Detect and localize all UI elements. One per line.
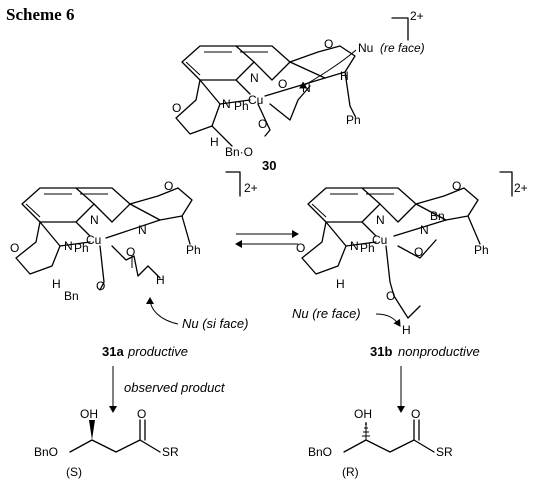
charge-label: 2+: [514, 181, 528, 195]
atom-H: H: [336, 277, 345, 291]
atom-O: O: [414, 245, 423, 259]
atom-H: H: [156, 273, 165, 287]
atom-Cu: Cu: [86, 233, 101, 247]
atom-O: O: [411, 407, 420, 421]
atom-BnO: Bn·O: [225, 145, 253, 159]
complex-31b: N Cu N N O O O O Ph Ph Bn H H Nu (re fac…: [292, 171, 528, 359]
product-S: BnO OH O SR (S): [34, 407, 179, 479]
atom-OH: OH: [80, 407, 98, 421]
atom-N: N: [222, 97, 231, 111]
product-arrow-left: observed product: [109, 366, 226, 413]
atom-Bn: Bn: [64, 289, 79, 303]
atom-O: O: [324, 37, 333, 51]
atom-N: N: [138, 223, 147, 237]
atom-O: O: [296, 241, 305, 255]
atom-O: O: [126, 245, 135, 259]
compound-descriptor: nonproductive: [398, 344, 480, 359]
nucleophile-face-label: Nu (si face): [182, 316, 248, 331]
charge-label: 2+: [410, 9, 424, 23]
pyridine-ring-right: [75, 187, 131, 223]
configuration-label: (R): [342, 465, 359, 479]
compound-number-30: 30: [262, 158, 276, 173]
charge-bracket: [391, 17, 409, 41]
oxazoline-left: [175, 79, 221, 135]
complex-30: N Cu N N O O O O Ph Ph Bn·O H H Nu (re f…: [172, 9, 425, 173]
compound-number-31b: 31b: [370, 344, 392, 359]
carbon-chain: [69, 439, 161, 453]
atom-O: O: [278, 77, 287, 91]
equilibrium-arrows: [235, 230, 299, 248]
atom-Ph: Ph: [234, 99, 249, 113]
atom-Ph: Ph: [474, 243, 489, 257]
pyridine-ring-left: [21, 187, 95, 223]
nucleophile-label: Nu: [358, 41, 373, 55]
compound-number-31a: 31a: [102, 344, 124, 359]
product-R: BnO OH O SR (R): [308, 407, 453, 479]
atom-H: H: [52, 277, 61, 291]
atom-O: O: [96, 279, 105, 293]
atom-N: N: [64, 239, 73, 253]
atom-Ph: Ph: [360, 241, 375, 255]
atom-N: N: [350, 239, 359, 253]
atom-O: O: [258, 117, 267, 131]
atom-SR: SR: [436, 445, 453, 459]
atom-O: O: [137, 407, 146, 421]
oxazoline-right: [415, 187, 479, 221]
charge-label: 2+: [244, 181, 258, 195]
oxazoline-left: [301, 221, 347, 275]
atom-Ph: Ph: [74, 241, 89, 255]
atom-O: O: [386, 289, 395, 303]
wedge-bond: [89, 420, 95, 440]
atom-O: O: [172, 101, 181, 115]
atom-N: N: [302, 81, 311, 95]
scheme-title: Scheme 6: [6, 5, 74, 24]
pyridine-ring-right: [361, 187, 417, 223]
atom-N: N: [420, 223, 429, 237]
arrow-label: observed product: [124, 380, 226, 395]
nucleophile-face-label: Nu (re face): [292, 306, 361, 321]
atom-H: H: [340, 69, 349, 83]
atom-N: N: [90, 213, 99, 227]
atom-N: N: [376, 213, 385, 227]
atom-BnO: BnO: [34, 445, 58, 459]
atom-H: H: [210, 135, 219, 149]
atom-O: O: [10, 241, 19, 255]
pyridine-ring-left: [181, 45, 255, 81]
atom-O: O: [452, 179, 461, 193]
atom-SR: SR: [162, 445, 179, 459]
pyridine-ring-left: [307, 187, 381, 223]
pyridine-ring-right: [235, 45, 291, 81]
nucleophile-arrow: [375, 313, 401, 327]
face-label: (re face): [380, 41, 425, 55]
atom-Ph: Ph: [346, 113, 361, 127]
charge-bracket: [225, 171, 241, 197]
atom-Ph: Ph: [186, 243, 201, 257]
carbon-chain: [343, 439, 435, 453]
hash-bond: [362, 422, 370, 440]
complex-31a: N Cu N N O O O O Ph Ph Bn H H Nu (si fac…: [10, 171, 258, 359]
atom-Cu: Cu: [248, 93, 263, 107]
nucleophile-arrow: [146, 297, 179, 325]
charge-bracket: [499, 171, 513, 197]
oxazoline-left: [15, 221, 61, 275]
atom-Bn: Bn: [430, 209, 445, 223]
atom-H: H: [402, 323, 411, 337]
configuration-label: (S): [66, 465, 82, 479]
nucleophile-arrow: [299, 49, 357, 89]
atom-Cu: Cu: [372, 233, 387, 247]
compound-descriptor: productive: [127, 344, 188, 359]
atom-BnO: BnO: [308, 445, 332, 459]
atom-O: O: [164, 179, 173, 193]
atom-OH: OH: [354, 407, 372, 421]
oxazoline-right: [129, 187, 193, 221]
atom-N: N: [250, 71, 259, 85]
